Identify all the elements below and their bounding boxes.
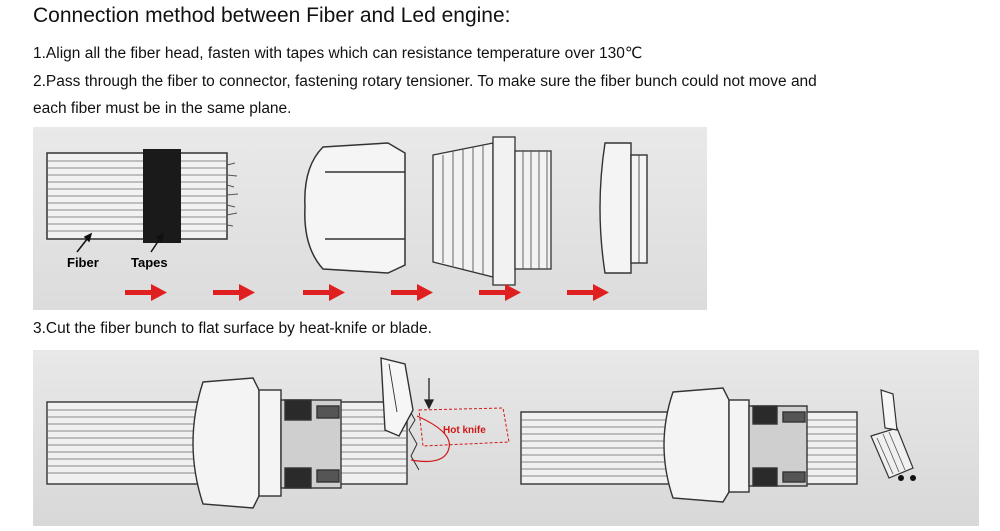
page-title: Connection method between Fiber and Led …: [33, 4, 511, 27]
red-arrow-icon: [567, 284, 609, 301]
down-arrow-icon: [423, 378, 435, 410]
end-cap: [599, 142, 648, 274]
falling-fiber-dots: [898, 475, 916, 481]
connector-left: [192, 377, 342, 509]
red-arrow-row: [125, 284, 609, 301]
tape-band: [143, 149, 181, 243]
fiber-cutting-drawing: Hot knife: [46, 357, 916, 509]
red-arrow-icon: [479, 284, 521, 301]
step-2-text-line-1: 2.Pass through the fiber to connector, f…: [33, 73, 817, 90]
fiber-connector-parts-drawing: Fiber Tapes: [46, 136, 648, 301]
fiber-label: Fiber: [67, 255, 99, 270]
red-arrow-icon: [125, 284, 167, 301]
connector-right: [663, 387, 808, 503]
red-arrow-icon: [303, 284, 345, 301]
fiber-bundle: [46, 152, 239, 240]
fiber-cutting-figure: Hot knife: [33, 350, 979, 526]
step-3-text: 3.Cut the fiber bunch to flat surface by…: [33, 320, 432, 337]
cap-nut: [304, 142, 406, 274]
cut-fiber-pieces: [870, 389, 914, 479]
tapes-label: Tapes: [131, 255, 168, 270]
step-2-text-line-2: each fiber must be in the same plane.: [33, 100, 292, 117]
step-1-text: 1.Align all the fiber head, fasten with …: [33, 45, 643, 62]
hot-knife-label: Hot knife: [443, 425, 486, 436]
hot-knife-tool: [380, 357, 414, 437]
connector-body: [432, 136, 552, 286]
red-arrow-icon: [213, 284, 255, 301]
red-arrow-icon: [391, 284, 433, 301]
fiber-connector-parts-figure: Fiber Tapes: [33, 127, 707, 310]
